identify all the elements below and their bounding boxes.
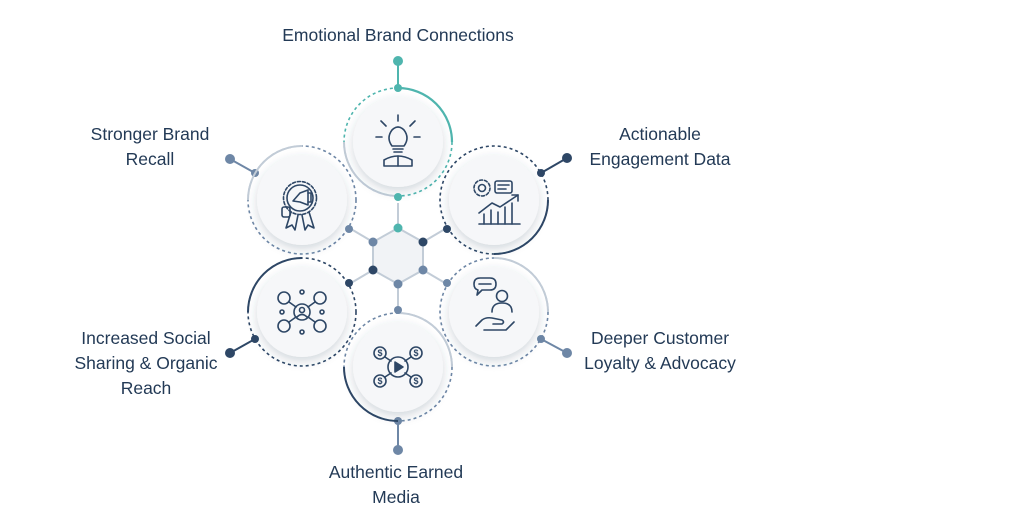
svg-text:$: $ [377,376,382,386]
label-customer-loyalty: Deeper Customer Loyalty & Advocacy [584,328,736,373]
lightbulb-person-icon [375,114,421,167]
label-brand-recall: Stronger Brand Recall [90,124,210,169]
label-actionable-data: Actionable Engagement Data [589,124,731,169]
node-social-sharing [225,257,357,367]
node-brand-recall [225,145,357,255]
label-social-sharing: Increased Social Sharing & Organic Reach [74,328,218,398]
svg-text:$: $ [413,376,418,386]
gear-chart-growth-icon [473,179,521,225]
dollar-glyphs: $ $ $ $ [377,348,418,386]
label-earned-media: Authentic Earned Media [328,462,464,507]
hexagon-hub [372,226,424,286]
megaphone-award-icon [281,180,318,231]
hub-vertex-dots [368,223,428,289]
node-actionable-data [439,145,572,255]
svg-text:$: $ [413,348,418,358]
people-network-icon [277,289,327,335]
video-dollar-network-icon [373,346,423,388]
label-emotional-connections: Emotional Brand Connections [282,25,514,45]
node-emotional-connections [343,56,454,201]
svg-text:$: $ [377,348,382,358]
node-earned-media: $ $ $ $ [343,306,453,455]
hand-person-chat-icon [473,277,515,331]
node-customer-loyalty [439,257,572,367]
